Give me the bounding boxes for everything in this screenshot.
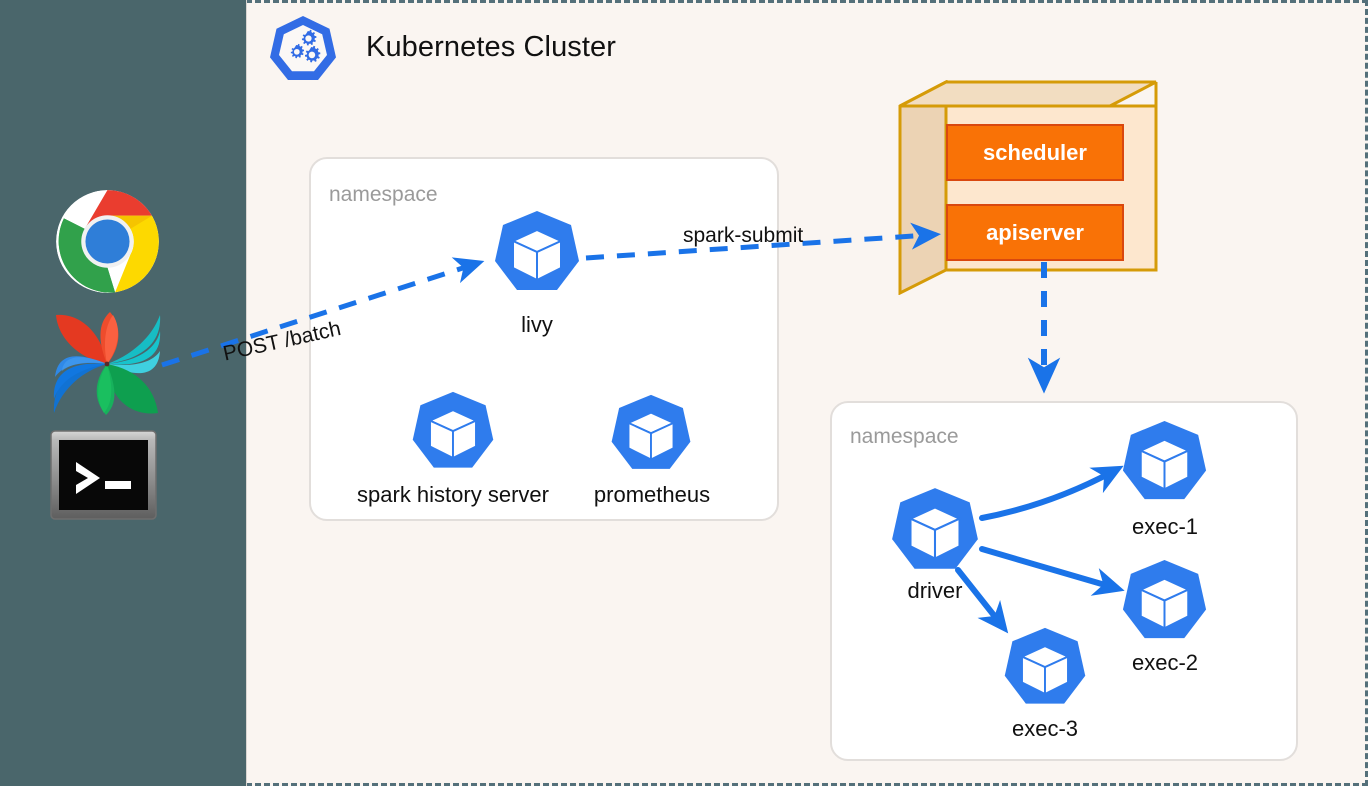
namespace-label-services: namespace <box>329 183 438 206</box>
pod-label-livy: livy <box>521 312 553 337</box>
pod-label-exec-1: exec-1 <box>1131 514 1199 539</box>
airflow-logo-icon[interactable] <box>50 309 165 419</box>
namespace-label-spark-job: namespace <box>850 425 959 448</box>
chrome-logo-icon[interactable] <box>55 189 160 294</box>
pod-livy[interactable] <box>489 208 585 304</box>
edge-label-spark-submit: spark-submit <box>683 224 804 247</box>
terminal-icon[interactable] <box>50 430 157 520</box>
pod-label-driver: driver <box>907 578 963 603</box>
canvas-left-edge <box>246 0 247 786</box>
pod-label-spark-history-server: spark history server <box>357 482 549 507</box>
pod-label-exec-3: exec-3 <box>1011 716 1079 741</box>
pod-prometheus[interactable] <box>606 392 696 482</box>
page-title: Kubernetes Cluster <box>366 31 617 63</box>
control-plane-apiserver[interactable]: apiserver <box>946 204 1124 261</box>
control-plane-scheduler[interactable]: scheduler <box>946 124 1124 181</box>
pod-label-exec-2: exec-2 <box>1131 650 1199 675</box>
pod-label-prometheus: prometheus <box>593 482 711 507</box>
pod-exec-3[interactable] <box>999 625 1091 717</box>
kubernetes-logo <box>266 13 340 87</box>
pod-spark-history-server[interactable] <box>407 389 499 481</box>
pod-driver[interactable] <box>886 485 984 583</box>
control-plane: scheduler apiserver <box>898 79 1158 296</box>
pod-exec-1[interactable] <box>1117 418 1212 513</box>
pod-exec-2[interactable] <box>1117 557 1212 652</box>
